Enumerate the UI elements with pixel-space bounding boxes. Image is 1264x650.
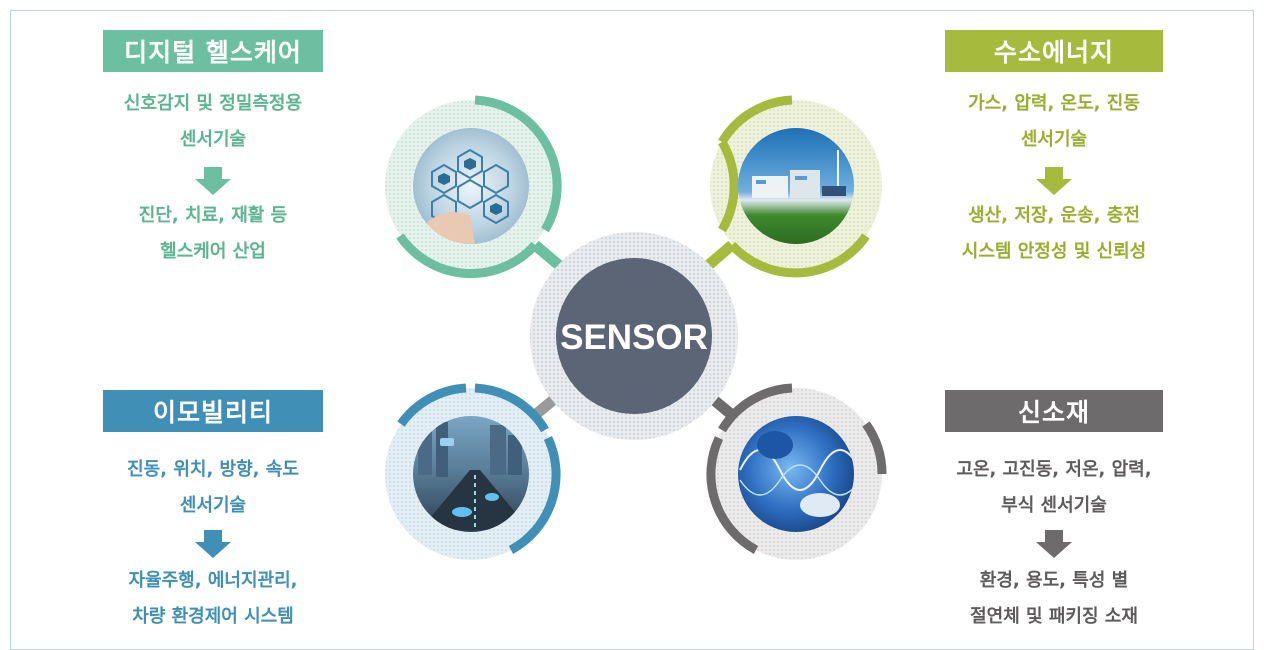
- hydrogen-app: 생산, 저장, 운송, 충전 시스템 안정성 및 신뢰성: [924, 198, 1184, 270]
- new-materials-app: 환경, 용도, 특성 별 절연체 및 패키징 소재: [924, 563, 1184, 635]
- emobility-app-line-1: 자율주행, 에너지관리,: [128, 570, 298, 591]
- smart-city-image: [413, 416, 529, 532]
- new-materials-app-line-1: 환경, 용도, 특성 별: [979, 570, 1129, 591]
- emobility-tech-line-1: 진동, 위치, 방향, 속도: [127, 459, 299, 480]
- node-new-materials: [706, 383, 887, 560]
- digital-health-app-line-1: 진단, 치료, 재활 등: [138, 205, 288, 226]
- hydrogen-tech-line-1: 가스, 압력, 온도, 진동: [968, 93, 1140, 114]
- new-materials-tech-line-2: 부식 센서기술: [1001, 495, 1107, 516]
- title-new-materials: 신소재: [945, 390, 1163, 432]
- emobility-tech: 진동, 위치, 방향, 속도 센서기술: [83, 452, 343, 524]
- node-emobility: [385, 383, 561, 560]
- node-digital-health: [385, 95, 562, 278]
- new-materials-tech: 고온, 고진동, 저온, 압력, 부식 센서기술: [924, 452, 1184, 524]
- digital-health-tech-line-2: 센서기술: [179, 129, 247, 150]
- title-digital-health: 디지털 헬스케어: [103, 30, 323, 72]
- title-emobility: 이모빌리티: [103, 390, 323, 432]
- hydrogen-tech: 가스, 압력, 온도, 진동 센서기술: [924, 86, 1184, 158]
- new-materials-app-line-2: 절연체 및 패키징 소재: [970, 606, 1138, 627]
- digital-health-tech-line-1: 신호감지 및 정밀측정용: [123, 93, 303, 114]
- new-materials-tech-line-1: 고온, 고진동, 저온, 압력,: [956, 459, 1152, 480]
- digital-health-tech: 신호감지 및 정밀측정용 센서기술: [83, 86, 343, 158]
- materials-research-image: [738, 416, 854, 532]
- emobility-app-line-2: 차량 환경제어 시스템: [132, 606, 294, 627]
- down-arrow-icon: [1036, 167, 1072, 195]
- hydrogen-app-line-1: 생산, 저장, 운송, 충전: [968, 205, 1140, 226]
- hydrogen-plant-image: [738, 128, 854, 244]
- center-label: SENSOR: [560, 318, 708, 357]
- center-circle: [556, 258, 712, 414]
- title-hydrogen: 수소에너지: [945, 30, 1163, 72]
- emobility-app: 자율주행, 에너지관리, 차량 환경제어 시스템: [83, 563, 343, 635]
- down-arrow-icon: [195, 167, 231, 195]
- down-arrow-icon: [1036, 530, 1072, 558]
- node-hydrogen: [710, 95, 882, 278]
- hydrogen-tech-line-2: 센서기술: [1020, 129, 1088, 150]
- emobility-tech-line-2: 센서기술: [179, 495, 247, 516]
- digital-health-app: 진단, 치료, 재활 등 헬스케어 산업: [83, 198, 343, 270]
- hydrogen-app-line-2: 시스템 안정성 및 신뢰성: [961, 241, 1147, 262]
- digital-health-app-line-2: 헬스케어 산업: [160, 241, 266, 262]
- down-arrow-icon: [195, 530, 231, 558]
